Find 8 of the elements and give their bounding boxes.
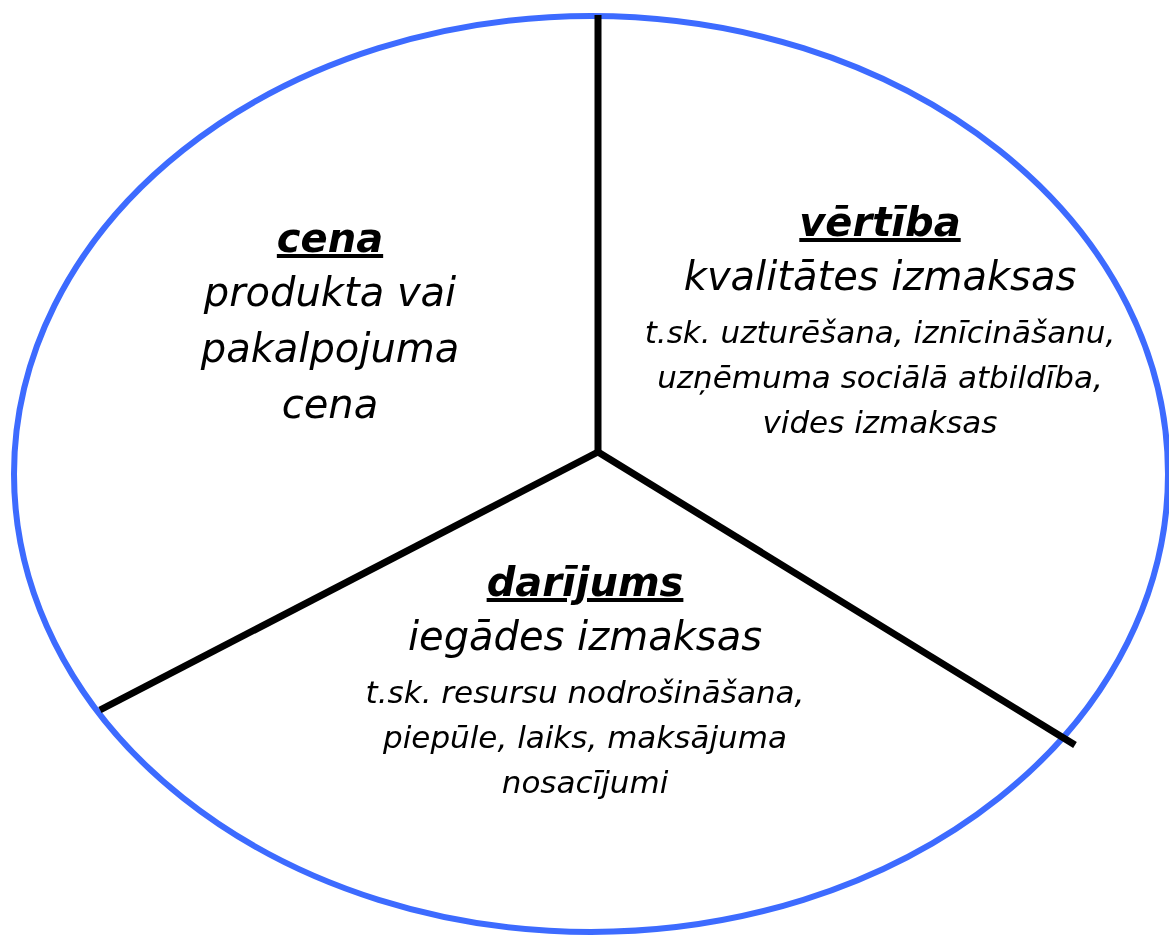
sector-heading: vērtība	[799, 198, 961, 247]
sector-heading: darījums	[486, 558, 684, 607]
sector-subheading: kvalitātes izmaksas	[682, 252, 1078, 301]
sector-subheading: produkta vai pakalpojuma cena	[199, 268, 461, 429]
sector-description: t.sk. uzturēšana, iznīcināšanu, uzņēmuma sociālā atbildība, vides izmaksas	[643, 313, 1117, 442]
sector-heading: cena	[276, 214, 384, 263]
sector-description: t.sk. resursu nodrošināšana, piepūle, laiks, maksājuma nosacījumi	[364, 673, 806, 802]
sector-subheading: iegādes izmaksas	[406, 612, 764, 661]
